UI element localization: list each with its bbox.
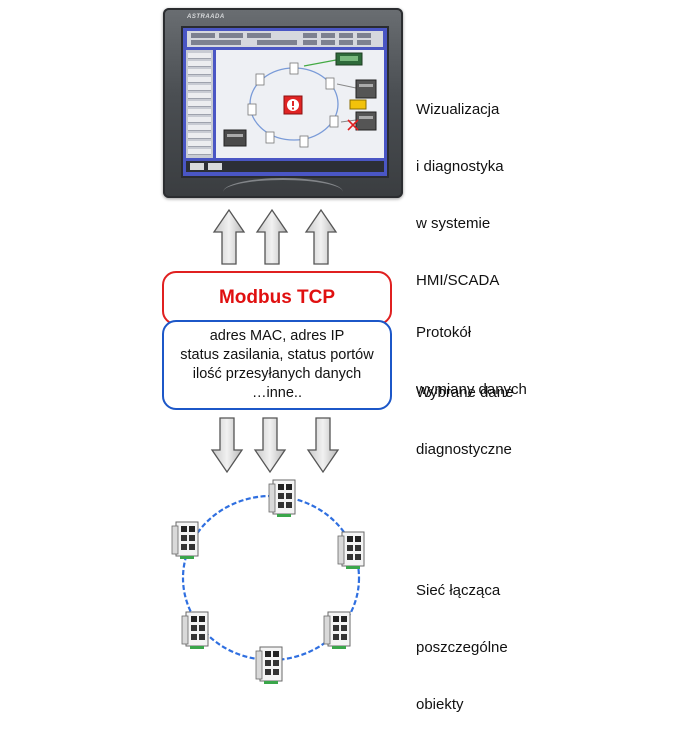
hmi-bottom-bar (186, 161, 384, 172)
hmi-top-bar (187, 31, 383, 47)
up-arrow-icon (212, 208, 246, 265)
network-ring (171, 479, 365, 684)
hmi-device-icon (223, 129, 247, 147)
industrial-switch-icon (323, 611, 351, 649)
hmi-brand-logo: ASTRAADA (187, 14, 225, 20)
hmi-node-icon (299, 135, 309, 148)
hmi-warning-icon (347, 99, 367, 131)
hmi-topology-svg (223, 52, 377, 148)
up-arrow-icon (255, 208, 289, 265)
diagnostic-line: …inne.. (252, 385, 302, 401)
hmi-bezel-swoosh (223, 178, 343, 198)
network-label: Sieć łącząca poszczególne obiekty (416, 582, 508, 713)
diagnostic-data-box: adres MAC, adres IP status zasilania, st… (162, 320, 392, 410)
hmi-node-icon (265, 131, 275, 144)
diagnostic-line: adres MAC, adres IP (209, 328, 345, 344)
industrial-switch-icon (181, 611, 209, 649)
hmi-alarm-icon (283, 95, 303, 115)
hmi-device-icon (355, 79, 377, 99)
hmi-screen (181, 26, 389, 178)
diagnostic-line: ilość przesyłanych danych (192, 366, 362, 382)
hmi-panel: ASTRAADA (163, 8, 403, 198)
down-arrow-icon (306, 417, 340, 474)
down-arrow-icon (210, 417, 244, 474)
arrows-layer (210, 208, 340, 474)
selected-data-label: Wybrane dane diagnostyczne (416, 384, 514, 458)
diagnostic-line: status zasilania, status portów (180, 347, 374, 363)
hmi-side-menu (186, 50, 213, 158)
industrial-switch-icon (337, 531, 365, 569)
hmi-node-icon (255, 73, 265, 86)
hmi-node-icon (325, 77, 335, 90)
industrial-switch-icon (268, 479, 296, 517)
visualization-label: Wizualizacja i diagnostyka w systemie HM… (416, 101, 504, 289)
hmi-node-icon (289, 62, 299, 75)
down-arrow-icon (253, 417, 287, 474)
hmi-node-icon (247, 103, 257, 116)
hmi-node-icon (329, 115, 339, 128)
protocol-description-label: Protokół wymiany danych (416, 324, 527, 398)
up-arrow-icon (304, 208, 338, 265)
hmi-device-icon (335, 52, 363, 66)
industrial-switch-icon (255, 646, 283, 684)
hmi-topology-view (216, 50, 384, 158)
protocol-name: Modbus TCP (218, 287, 336, 308)
industrial-switch-icon (171, 521, 199, 559)
